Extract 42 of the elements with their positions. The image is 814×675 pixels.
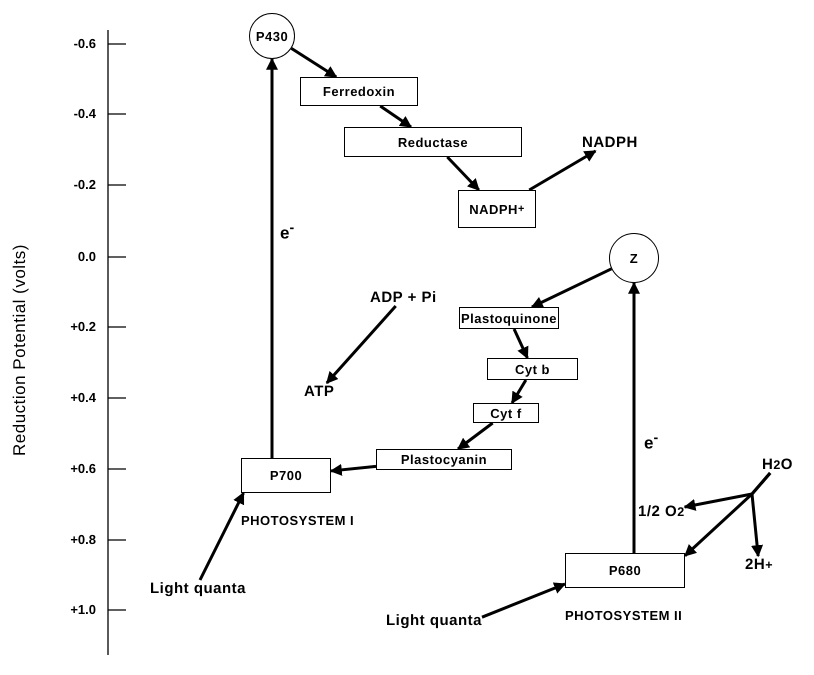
compound-text: ADP + Pi [370, 289, 437, 306]
arrow [290, 47, 338, 78]
arrow [684, 472, 772, 557]
tick-label: +0.2 [70, 319, 96, 334]
tick-label: +0.4 [70, 390, 96, 405]
tick-label: -0.2 [74, 177, 96, 192]
photosystem-caption: PHOTOSYSTEM II [565, 608, 682, 623]
arrow [198, 492, 245, 581]
arrow [266, 58, 278, 458]
arrow [628, 282, 640, 553]
arrow [530, 267, 612, 308]
arrow [457, 422, 494, 450]
arrow [512, 328, 529, 360]
arrow [446, 156, 480, 192]
tick-label: 0.0 [78, 249, 96, 264]
compound-text: Light quanta [150, 580, 246, 597]
arrow [528, 150, 597, 192]
compound-text: NADPH [582, 134, 638, 151]
carrier-circle: Z [609, 233, 659, 283]
carrier-box: Cyt b [487, 358, 578, 380]
carrier-box: P680 [565, 553, 685, 588]
compound-text: Light quanta [386, 612, 482, 629]
tick-label: +0.6 [70, 461, 96, 476]
arrow [481, 582, 566, 619]
carrier-box: Ferredoxin [300, 77, 418, 106]
carrier-box: P700 [241, 458, 331, 493]
axis-title: Reduction Potential (volts) [10, 244, 30, 456]
tick-label: +1.0 [70, 602, 96, 617]
arrow [379, 104, 412, 128]
carrier-box: Cyt f [473, 403, 539, 423]
tick-label: +0.8 [70, 532, 96, 547]
carrier-box: Reductase [344, 127, 522, 157]
arrow [330, 464, 376, 476]
photosystem-caption: PHOTOSYSTEM I [241, 513, 354, 528]
carrier-circle: P430 [249, 13, 295, 59]
tick-label: -0.4 [74, 106, 96, 121]
arrow [510, 379, 528, 404]
carrier-box: Plastoquinone [459, 307, 559, 329]
compound-text: ATP [304, 383, 334, 400]
tick-label: -0.6 [74, 36, 96, 51]
carrier-box: Plastocyanin [376, 449, 512, 470]
arrow [326, 305, 397, 384]
